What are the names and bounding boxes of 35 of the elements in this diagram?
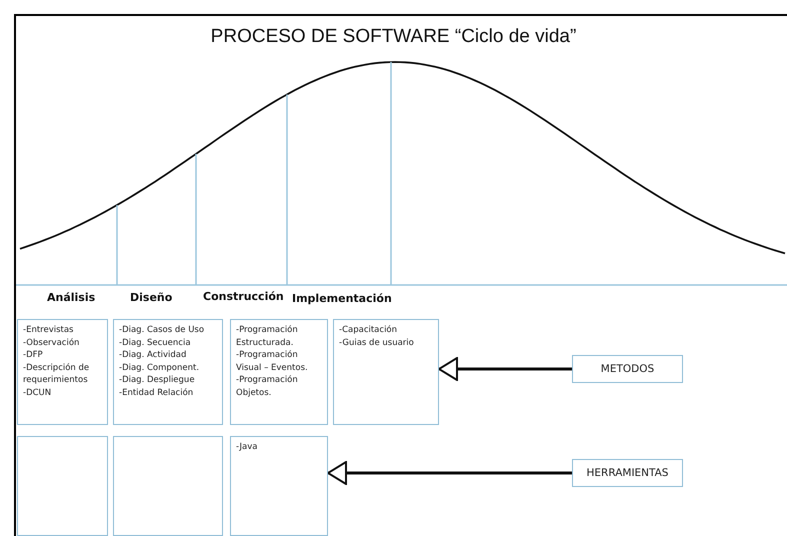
method-box bbox=[17, 319, 108, 425]
list-item: -Descripción de requerimientos bbox=[23, 362, 90, 386]
method-box bbox=[113, 319, 223, 425]
category-box bbox=[572, 459, 683, 487]
phase-heading: Análisis bbox=[47, 291, 96, 304]
list-item: -DFP bbox=[23, 349, 44, 362]
list-item: -Guias de usuario bbox=[339, 336, 415, 349]
list-item: -DCUN bbox=[23, 386, 52, 399]
empty-box bbox=[17, 436, 108, 536]
list-item: -Diag. Component. bbox=[119, 362, 200, 374]
method-box bbox=[333, 319, 439, 425]
list-item: -Diag. Secuencia bbox=[119, 336, 192, 349]
list-item: -Capacitación bbox=[339, 324, 398, 336]
method-box bbox=[230, 319, 328, 425]
list-item: -Entrevistas bbox=[23, 324, 74, 336]
empty-box bbox=[113, 436, 223, 536]
list-item: -Entidad Relación bbox=[119, 386, 194, 399]
list-item: -Programación Objetos. bbox=[236, 374, 299, 399]
block-arrow bbox=[438, 357, 572, 381]
phase-heading: Implementación bbox=[292, 292, 392, 305]
list-item: -Java bbox=[236, 441, 258, 454]
phase-heading: Diseño bbox=[130, 291, 172, 304]
block-arrow bbox=[327, 461, 572, 485]
list-item: -Diag. Casos de Uso bbox=[119, 324, 206, 336]
list-item: -Diag. Despliegue bbox=[119, 374, 196, 386]
diagram-title: PROCESO DE SOFTWARE “Ciclo de vida” bbox=[210, 26, 578, 48]
category-box bbox=[572, 355, 683, 383]
tool-box bbox=[230, 436, 328, 536]
phase-heading: Construcción bbox=[203, 290, 284, 303]
category-label: HERRAMIENTAS bbox=[586, 466, 668, 480]
list-item: -Observación bbox=[23, 336, 80, 349]
list-item: -Programación Estructurada. bbox=[236, 324, 299, 349]
category-label: METODOS bbox=[600, 362, 654, 376]
list-item: -Programación Visual – Eventos. bbox=[236, 349, 309, 374]
list-item: -Diag. Actividad bbox=[119, 349, 188, 362]
